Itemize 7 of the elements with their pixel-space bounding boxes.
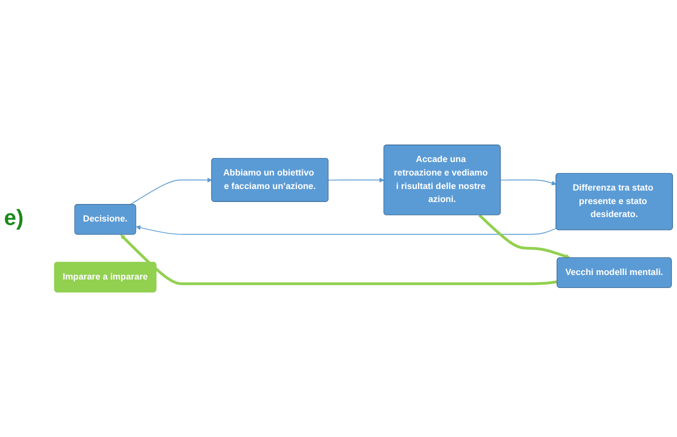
arrow: [500, 179, 556, 186]
arrow: [130, 178, 212, 206]
arrow: [120, 234, 558, 286]
arrow: [136, 225, 557, 235]
note-text: e): [4, 205, 24, 231]
arrow: [328, 178, 384, 183]
arrow: [478, 214, 570, 259]
